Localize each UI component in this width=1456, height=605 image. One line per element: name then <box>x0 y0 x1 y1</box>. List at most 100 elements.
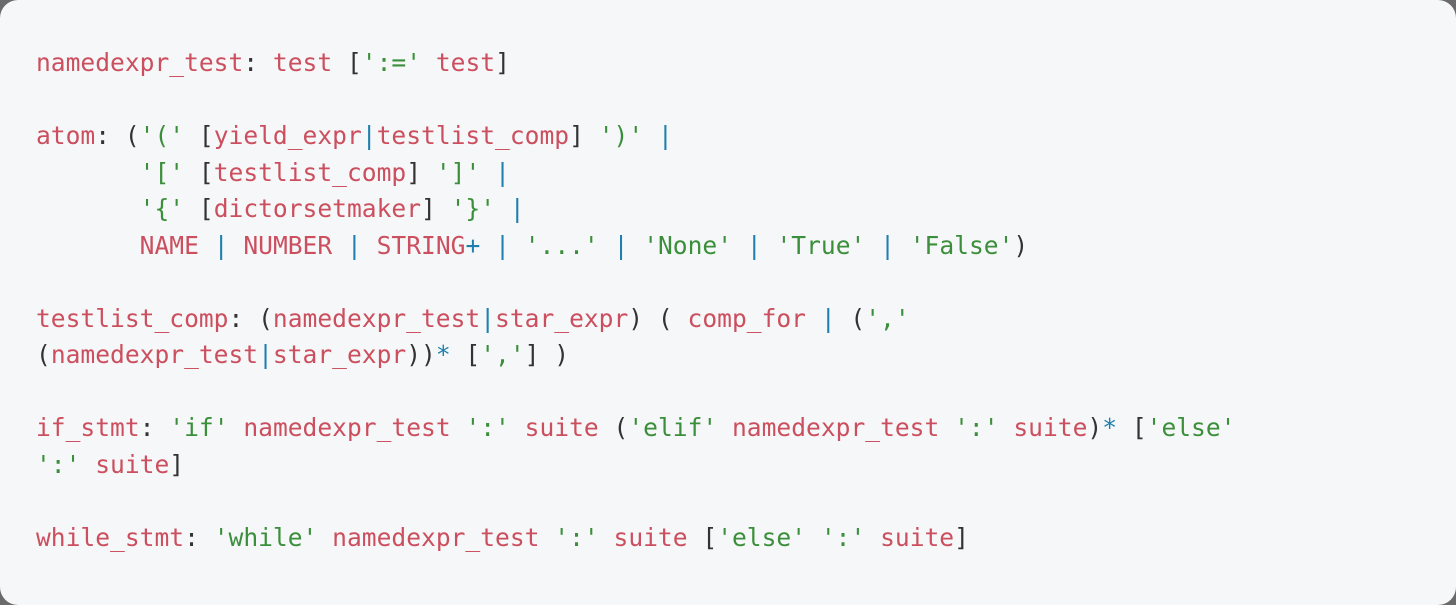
code-line: '{' [dictorsetmaker] '}' | <box>36 191 1235 228</box>
string-literal: '{' <box>139 194 185 223</box>
string-literal: 'False' <box>909 230 1014 260</box>
grammar-symbol: while_stmt <box>36 522 185 552</box>
code-line: namedexpr_test: test [':=' test] <box>36 45 1235 82</box>
string-literal: ')' <box>598 121 644 150</box>
code-line: NAME | NUMBER | STRING+ | '...' | 'None'… <box>36 228 1235 265</box>
code-line: while_stmt: 'while' namedexpr_test ':' s… <box>36 520 1235 557</box>
punctuation: ) <box>1087 413 1103 442</box>
string-literal: 'elif' <box>628 413 718 442</box>
punctuation <box>643 121 658 150</box>
punctuation: [ <box>184 194 214 223</box>
punctuation: : <box>243 48 273 77</box>
punctuation: : ( <box>95 121 140 150</box>
string-literal: ',' <box>865 303 910 333</box>
grammar-symbol: suite <box>613 522 688 552</box>
punctuation <box>806 304 821 333</box>
punctuation: ( <box>835 303 866 333</box>
grammar-code-block[interactable]: namedexpr_test: test [':=' test]atom: ('… <box>36 45 1235 556</box>
string-literal: '...' <box>524 230 599 260</box>
code-line <box>36 264 1235 301</box>
grammar-symbol: NUMBER <box>243 230 333 260</box>
punctuation: : <box>184 522 214 552</box>
punctuation <box>510 413 525 442</box>
punctuation: [ <box>687 522 718 552</box>
code-line: (namedexpr_test|star_expr))* [','] ) <box>36 337 1235 374</box>
grammar-operator: | <box>495 230 510 260</box>
punctuation <box>36 194 140 223</box>
string-literal: 'else' <box>1146 413 1236 442</box>
grammar-symbol: namedexpr_test <box>50 340 259 369</box>
punctuation <box>36 158 140 187</box>
punctuation: [ <box>1117 413 1147 442</box>
grammar-operator: | <box>657 121 673 150</box>
punctuation: ] <box>954 522 969 552</box>
punctuation <box>362 231 377 260</box>
string-literal: ':=' <box>361 48 422 77</box>
grammar-symbol: atom <box>36 121 96 150</box>
grammar-operator: | <box>820 303 836 333</box>
punctuation <box>229 413 244 442</box>
punctuation: ( <box>36 340 51 369</box>
grammar-symbol: namedexpr_test <box>243 413 451 442</box>
string-literal: '[' <box>139 157 185 187</box>
code-line: ':' suite] <box>36 447 1235 484</box>
punctuation <box>80 450 95 479</box>
grammar-symbol: NAME <box>139 230 199 260</box>
code-line: '[' [testlist_comp] ']' | <box>36 155 1235 192</box>
punctuation <box>332 231 347 260</box>
string-literal: 'True' <box>776 230 866 260</box>
string-literal: ',' <box>480 340 525 369</box>
grammar-operator: * <box>435 340 451 369</box>
grammar-symbol: namedexpr_test <box>36 48 244 77</box>
punctuation <box>480 231 495 260</box>
punctuation <box>229 231 244 260</box>
grammar-symbol: STRING <box>376 230 466 260</box>
punctuation <box>939 413 954 442</box>
punctuation: ] <box>495 48 510 77</box>
string-literal: 'else' <box>717 522 807 552</box>
punctuation <box>539 523 554 552</box>
grammar-symbol: suite <box>1013 413 1088 442</box>
grammar-operator: | <box>480 303 496 333</box>
grammar-symbol: yield_expr <box>213 121 362 150</box>
grammar-symbol: comp_for <box>687 303 806 333</box>
punctuation: [ <box>450 340 481 369</box>
punctuation <box>199 231 214 260</box>
punctuation <box>717 413 732 442</box>
punctuation: ] <box>421 194 451 223</box>
code-line <box>36 483 1235 520</box>
string-literal: ':' <box>954 413 999 442</box>
punctuation: [ <box>184 157 214 187</box>
punctuation <box>762 231 777 260</box>
grammar-symbol: namedexpr_test <box>332 522 540 552</box>
grammar-symbol: star_expr <box>272 340 407 369</box>
punctuation <box>865 523 880 552</box>
grammar-symbol: star_expr <box>495 303 629 333</box>
string-literal: 'while' <box>213 522 318 552</box>
string-literal: 'None' <box>643 230 733 260</box>
code-line: if_stmt: 'if' namedexpr_test ':' suite (… <box>36 410 1235 447</box>
grammar-symbol: if_stmt <box>36 413 140 442</box>
grammar-operator: | <box>346 230 362 260</box>
grammar-operator: | <box>361 121 377 150</box>
punctuation <box>451 413 466 442</box>
grammar-symbol: suite <box>880 522 955 552</box>
punctuation <box>732 231 747 260</box>
code-line: testlist_comp: (namedexpr_test|star_expr… <box>36 301 1235 338</box>
grammar-operator: * <box>1102 413 1118 442</box>
grammar-operator: | <box>258 340 273 369</box>
punctuation <box>317 523 332 552</box>
punctuation: ] <box>569 121 599 150</box>
grammar-operator: | <box>495 157 510 187</box>
punctuation <box>599 523 614 552</box>
punctuation <box>495 194 510 223</box>
punctuation <box>599 231 614 260</box>
punctuation <box>36 231 140 260</box>
grammar-symbol: suite <box>95 449 170 479</box>
punctuation <box>480 158 495 187</box>
punctuation: : <box>139 413 170 442</box>
punctuation: ) <box>1013 230 1029 260</box>
punctuation <box>421 48 436 77</box>
string-literal: ':' <box>36 449 81 479</box>
